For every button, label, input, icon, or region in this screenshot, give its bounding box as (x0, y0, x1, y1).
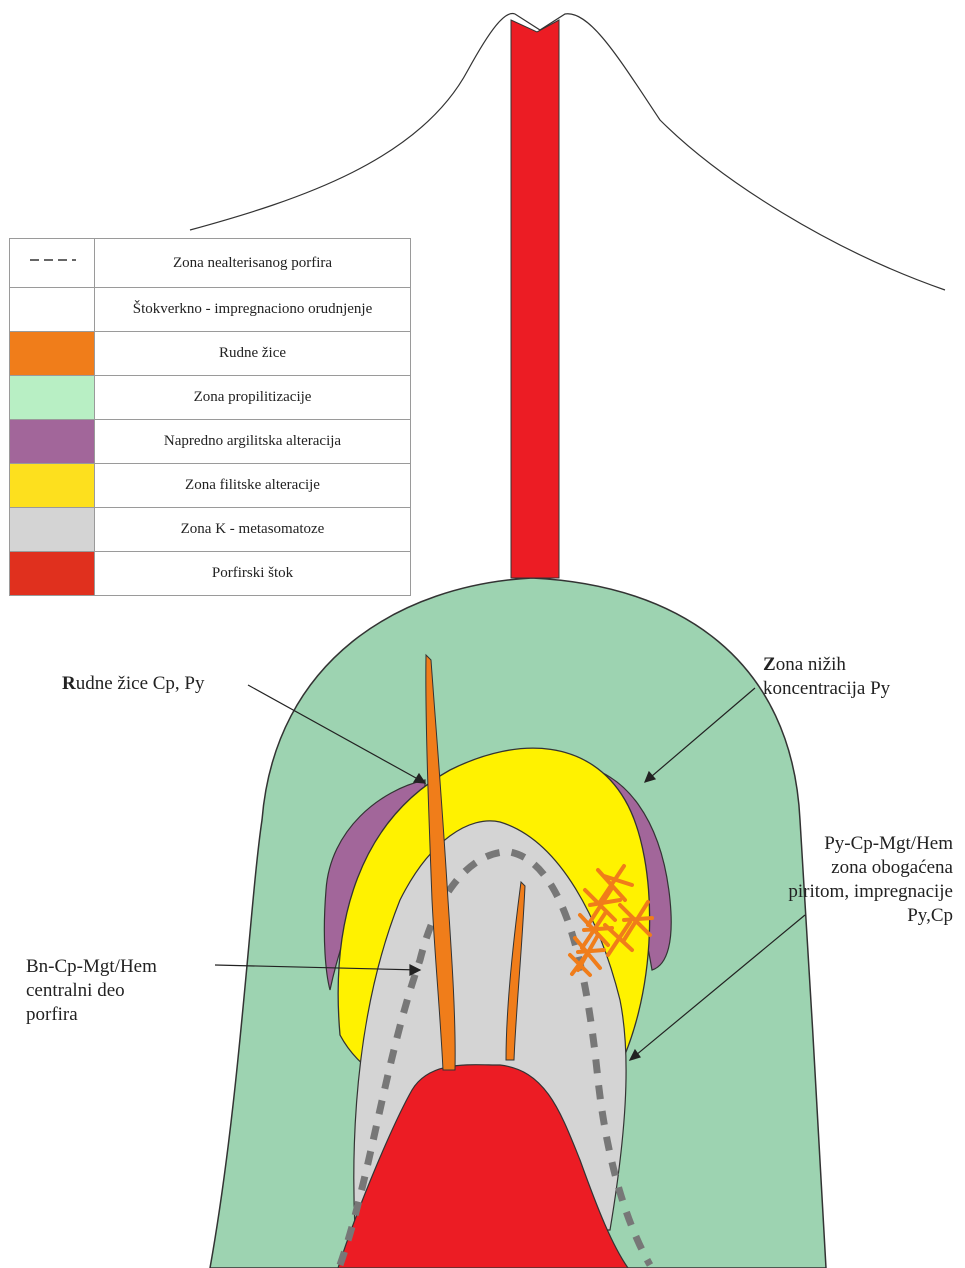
callout-ore-veins: Rudne žice Cp, Py (62, 672, 205, 696)
callout-line: porfira (26, 1003, 157, 1027)
callout-initial: Z (763, 654, 776, 675)
legend-label: Zona K - metasomatoze (95, 508, 411, 552)
legend-label: Porfirski štok (95, 552, 411, 596)
legend-label: Štokverkno - impregnaciono orudnjenje (95, 288, 411, 332)
legend-label: Zona propilitizacije (95, 376, 411, 420)
legend-row: Štokverkno - impregnaciono orudnjenje (10, 288, 411, 332)
callout-py-cp-zone: Py-Cp-Mgt/Hem zona obogaćena piritom, im… (788, 832, 953, 928)
legend-row: Zona nealterisanog porfira (10, 239, 411, 288)
callout-central-porphyry: Bn-Cp-Mgt/Hem centralni deo porfira (26, 955, 157, 1027)
callout-text: koncentracija Py (763, 678, 890, 699)
callout-low-pyrite-zone: Zona nižih koncentracija Py (763, 653, 890, 701)
potassic-swatch (10, 508, 95, 552)
legend-label: Zona nealterisanog porfira (95, 239, 411, 288)
legend-label: Zona filitske alteracije (95, 464, 411, 508)
legend-row: Zona K - metasomatoze (10, 508, 411, 552)
stockwork-icon (10, 288, 95, 332)
callout-initial: R (62, 673, 76, 694)
callout-line: Bn-Cp-Mgt/Hem (26, 955, 157, 979)
volcanic-conduit (511, 20, 559, 578)
ore-vein-swatch (10, 332, 95, 376)
callout-line: Py,Cp (788, 904, 953, 928)
stock-swatch (10, 552, 95, 596)
legend-label: Rudne žice (95, 332, 411, 376)
phyllic-swatch (10, 464, 95, 508)
callout-text: udne žice Cp, Py (76, 673, 205, 694)
argillic-swatch (10, 420, 95, 464)
legend-row: Zona filitske alteracije (10, 464, 411, 508)
legend-row: Zona propilitizacije (10, 376, 411, 420)
legend-row: Porfirski štok (10, 552, 411, 596)
legend-label: Napredno argilitska alteracija (95, 420, 411, 464)
legend: Zona nealterisanog porfira Štokverkno - … (9, 238, 411, 596)
legend-row: Rudne žice (10, 332, 411, 376)
callout-line: piritom, impregnacije (788, 880, 953, 904)
callout-line: Py-Cp-Mgt/Hem (788, 832, 953, 856)
propylitic-swatch (10, 376, 95, 420)
callout-line: centralni deo (26, 979, 157, 1003)
dashed-line-icon (10, 239, 95, 288)
callout-text: ona nižih (776, 654, 846, 675)
callout-line: zona obogaćena (788, 856, 953, 880)
legend-row: Napredno argilitska alteracija (10, 420, 411, 464)
